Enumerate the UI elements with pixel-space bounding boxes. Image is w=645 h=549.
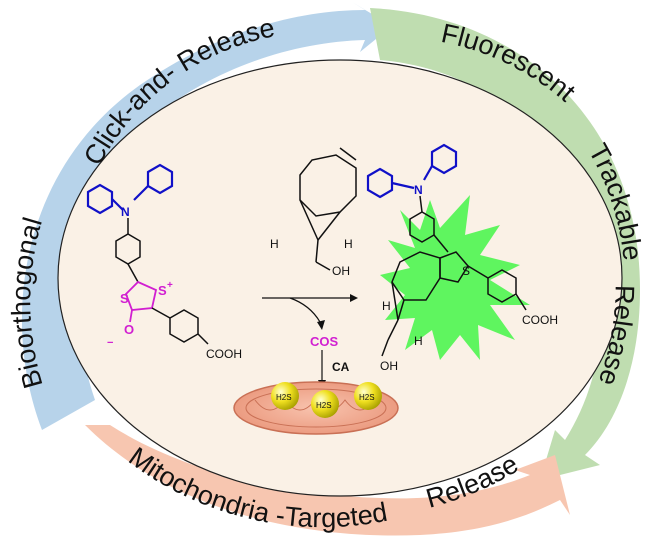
bcn-reagent: H H OH xyxy=(270,147,357,278)
svg-text:H2S: H2S xyxy=(316,401,332,410)
cyclooctyne-ring xyxy=(299,154,357,217)
h2s-sphere-3: H2S xyxy=(354,382,382,410)
h-prod-right: H xyxy=(414,334,423,348)
h-prod-left: H xyxy=(382,299,391,313)
plus-charge: + xyxy=(167,280,173,291)
h2s-sphere-2: H2S xyxy=(311,390,339,418)
sulfur-b: S xyxy=(158,283,167,298)
phenyl-ring-right-a xyxy=(366,167,394,199)
sulfur-a: S xyxy=(120,291,129,306)
blue-arc-band xyxy=(21,2,393,430)
center-ellipse xyxy=(57,59,623,497)
minus-charge: − xyxy=(107,337,113,349)
left-molecule: N S S + O − COOH xyxy=(86,163,242,361)
h-right: H xyxy=(344,237,353,251)
cooh-left: COOH xyxy=(206,347,242,361)
sulfur-right: S xyxy=(462,264,470,278)
green-arc-band xyxy=(370,8,640,480)
svg-text:H2S: H2S xyxy=(276,393,292,402)
oh-top: OH xyxy=(332,264,350,278)
cos-branch-arrow xyxy=(289,297,321,323)
orange-arc-band xyxy=(85,425,570,536)
dithiolium-ring xyxy=(124,280,158,311)
phenyl-ring-left-c xyxy=(115,233,141,265)
nitrogen-left: N xyxy=(121,205,130,219)
fluorescence-glow xyxy=(380,195,530,360)
oh-prod: OH xyxy=(380,359,398,373)
nitrogen-right: N xyxy=(414,183,423,197)
right-molecule: N S H H OH COOH xyxy=(366,143,558,373)
oxygen-minus: O xyxy=(124,322,134,337)
svg-text:H2S: H2S xyxy=(359,393,375,402)
cooh-right: COOH xyxy=(522,313,558,327)
phenyl-ring-left-a xyxy=(86,183,114,215)
h2s-sphere-1: H2S xyxy=(271,382,299,410)
ca-label: CA xyxy=(332,360,350,374)
cycloheptane-ring xyxy=(391,251,441,301)
h-left: H xyxy=(270,237,279,251)
cos-label: COS xyxy=(310,334,339,349)
